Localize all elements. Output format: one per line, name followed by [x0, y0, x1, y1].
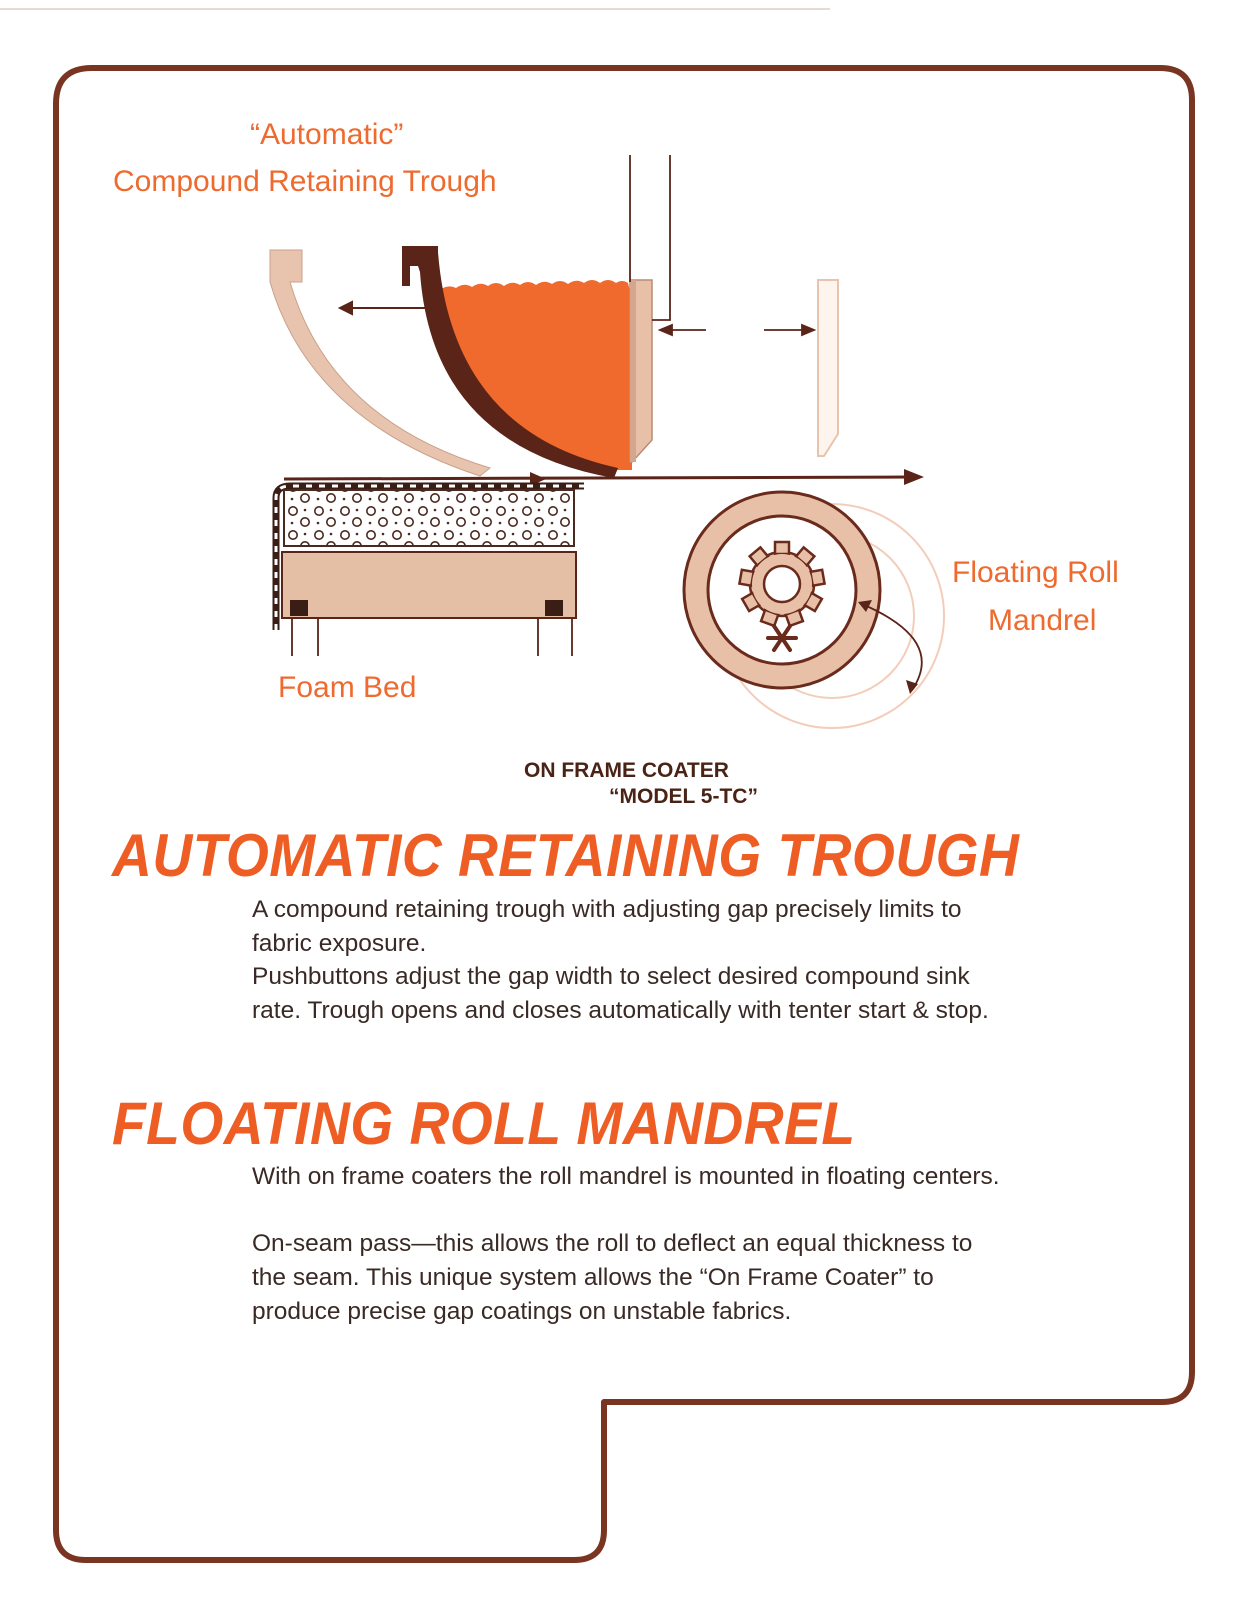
text-line: produce precise gap coatings on unstable…: [252, 1298, 792, 1325]
roll-mandrel: [682, 490, 945, 729]
caption-line1: ON FRAME COATER: [524, 759, 729, 782]
heading-floating-roll-mandrel: FLOATING ROLL MANDREL: [112, 1090, 856, 1157]
trough-paragraph-2: Pushbuttons adjust the gap width to sele…: [252, 960, 1132, 1028]
mandrel-paragraph-1: With on frame coaters the roll mandrel i…: [252, 1160, 1132, 1194]
blade-gap-arrow: [657, 323, 817, 337]
text-line: rate. Trough opens and closes automatica…: [252, 997, 989, 1024]
trough-paragraph-1: A compound retaining trough with adjusti…: [252, 893, 1132, 961]
foam-bed-label: Foam Bed: [278, 671, 417, 704]
frame-post: [629, 155, 671, 321]
roll-label-line1: Floating Roll: [952, 556, 1119, 589]
gear-icon: [737, 540, 827, 628]
trough-closed-position: [402, 246, 653, 478]
center-star-icon: [766, 624, 798, 652]
text-line: With on frame coaters the roll mandrel i…: [252, 1163, 1000, 1190]
text-line: the seam. This unique system allows the …: [252, 1264, 934, 1291]
text-line: On-seam pass—this allows the roll to def…: [252, 1230, 973, 1257]
blade-open-position: [817, 279, 839, 457]
roll-label-line2: Mandrel: [988, 604, 1097, 637]
foam-bed: [272, 482, 584, 656]
trough-open-position: [269, 249, 492, 477]
coater-diagram: [269, 155, 945, 729]
top-rule: [0, 8, 830, 10]
text-line: fabric exposure.: [252, 930, 427, 957]
trough-label-line2: Compound Retaining Trough: [113, 165, 497, 198]
trough-label-line1: “Automatic”: [250, 118, 404, 151]
caption-line2: “MODEL 5-TC”: [609, 785, 758, 808]
text-line: Pushbuttons adjust the gap width to sele…: [252, 963, 970, 990]
text-line: A compound retaining trough with adjusti…: [252, 896, 962, 923]
mandrel-paragraph-2: On-seam pass—this allows the roll to def…: [252, 1227, 1132, 1329]
heading-retaining-trough: AUTOMATIC RETAINING TROUGH: [112, 822, 1020, 889]
